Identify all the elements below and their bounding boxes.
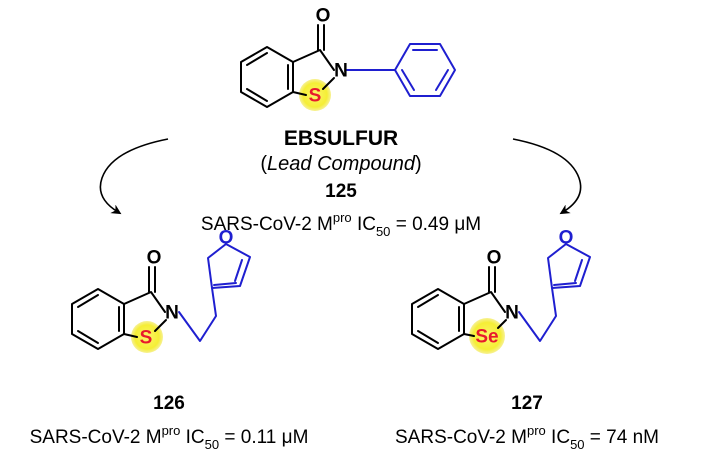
benzene-double-bonds-126 (77, 294, 120, 344)
carbonyl-bond-126 (148, 266, 156, 293)
s-n-bond (322, 77, 335, 90)
activity-127: SARS-CoV-2 Mpro IC50 = 74 nM (395, 423, 659, 452)
carbonyl-bond-127 (488, 266, 496, 293)
sulfur-highlight-126 (131, 321, 163, 353)
activity-126: SARS-CoV-2 Mpro IC50 = 0.11 μM (30, 423, 309, 452)
atom-se-127: Se (475, 327, 498, 348)
arrow-right (512, 138, 582, 215)
lead-role: Lead Compound (267, 153, 416, 175)
isothiazolone-ring (292, 49, 335, 96)
isoselenazolone-ring-127 (463, 291, 506, 337)
atom-s: S (309, 86, 322, 107)
compound-126-structure: O N S O (71, 228, 251, 353)
ebsulfur-structure: O N S (240, 6, 456, 111)
atom-o-127: O (487, 248, 502, 269)
furan-oxygen-126: O (219, 228, 234, 249)
selenium-highlight-127 (469, 318, 505, 354)
atom-n-127: N (505, 303, 519, 324)
furan-ring-127 (547, 243, 591, 289)
activity-125: SARS-CoV-2 Mpro IC50 = 0.49 μM (201, 210, 481, 239)
s-n-bond-126 (154, 319, 167, 332)
furan-ring-126 (207, 243, 251, 289)
compound-number-126: 126 (153, 393, 185, 414)
methylene-linker-127 (518, 287, 557, 342)
furan-double-bonds-127 (553, 259, 583, 286)
benzene-ring-127 (411, 288, 465, 350)
benzene-double-bonds-127 (417, 294, 460, 344)
lead-name: EBSULFUR (284, 127, 398, 150)
carbonyl-bond (317, 24, 325, 51)
atom-o-126: O (147, 248, 162, 269)
compound-number-127: 127 (511, 393, 543, 414)
phenyl-ring (394, 43, 456, 97)
benzene-ring (240, 46, 294, 108)
isothiazolone-ring-126 (123, 291, 166, 338)
phenyl-double-bonds (401, 49, 449, 91)
benzene-double-bonds (246, 52, 289, 102)
furan-oxygen-127: O (559, 228, 574, 249)
atom-n-126: N (165, 303, 179, 324)
se-n-bond-127 (497, 319, 507, 329)
methylene-linker-126 (178, 287, 217, 342)
atom-s-126: S (140, 328, 153, 349)
atom-n: N (334, 61, 348, 82)
furan-double-bonds-126 (213, 259, 243, 286)
compound-127-structure: O N Se O (411, 228, 591, 354)
atom-o: O (316, 6, 331, 27)
sulfur-highlight (299, 79, 331, 111)
compound-number-125: 125 (325, 181, 357, 202)
arrow-left (99, 138, 169, 215)
lead-role-line: (Lead Compound) (260, 153, 421, 175)
benzene-ring-126 (71, 288, 125, 350)
